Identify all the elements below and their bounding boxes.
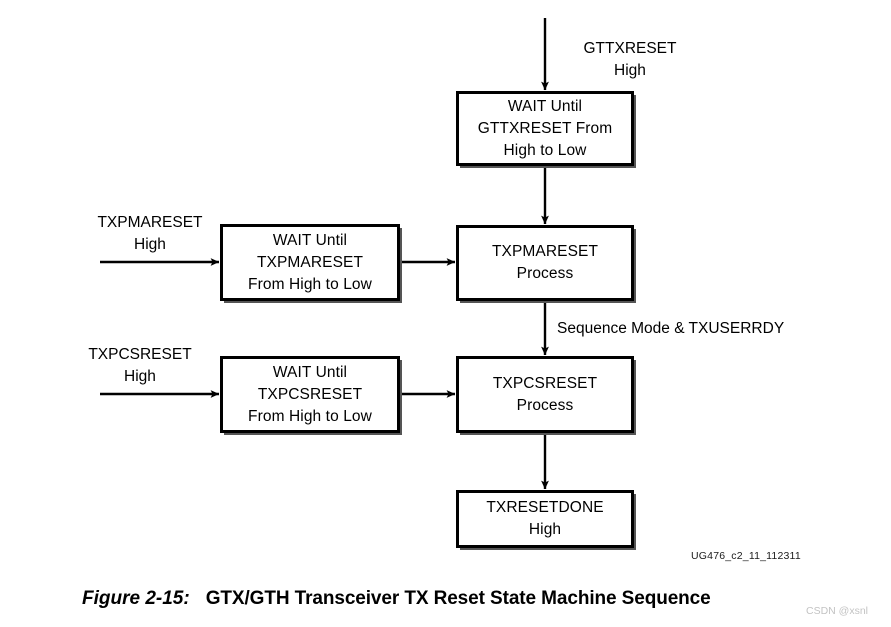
label-gttxreset-input-line1: GTTXRESET (583, 40, 677, 57)
figure-caption: Figure 2-15: GTX/GTH Transceiver TX Rese… (82, 588, 842, 610)
node-wait-gttxreset[interactable]: WAIT Until GTTXRESET From High to Low (456, 91, 634, 166)
node-wait-txpcsreset-line3: From High to Low (248, 407, 372, 425)
node-wait-txpmareset-line1: WAIT Until (272, 231, 348, 249)
label-txpmareset-input: TXPMARESET High (70, 212, 230, 256)
node-txpmareset-process-line2: Process (516, 265, 574, 282)
node-wait-txpcsreset-line1: WAIT Until (272, 363, 348, 381)
label-txpmareset-input-line2: High (134, 236, 166, 253)
label-txpcsreset-input-line2: High (124, 368, 156, 385)
revision-code: UG476_c2_11_112311 (691, 550, 801, 562)
node-txresetdone-line2: High (528, 521, 562, 538)
node-wait-txpmareset-line3: From High to Low (248, 275, 372, 293)
label-txpmareset-input-line1: TXPMARESET (97, 214, 203, 231)
label-txpcsreset-input: TXPCSRESET High (60, 344, 220, 388)
node-txpcsreset-process[interactable]: TXPCSRESET Process (456, 356, 634, 433)
node-wait-txpmareset[interactable]: WAIT Until TXPMARESET From High to Low (220, 224, 400, 301)
node-wait-gttxreset-line3: High to Low (503, 141, 587, 159)
node-wait-txpcsreset[interactable]: WAIT Until TXPCSRESET From High to Low (220, 356, 400, 433)
node-wait-txpmareset-line2: TXPMARESET (256, 253, 364, 271)
label-gttxreset-input: GTTXRESET High (560, 38, 700, 82)
figure-number: Figure 2-15: (82, 588, 190, 609)
node-txpcsreset-process-line1: TXPCSRESET (492, 374, 598, 392)
label-txpcsreset-input-line1: TXPCSRESET (88, 346, 192, 363)
csdn-watermark: CSDN @xsnl (806, 605, 869, 617)
label-gttxreset-input-line2: High (614, 62, 646, 79)
node-txresetdone[interactable]: TXRESETDONE High (456, 490, 634, 548)
node-txpmareset-process[interactable]: TXPMARESET Process (456, 225, 634, 301)
node-txpmareset-process-line1: TXPMARESET (491, 243, 599, 260)
node-txpcsreset-process-line2: Process (516, 396, 574, 414)
label-sequence-condition-text: Sequence Mode & TXUSERRDY (557, 320, 785, 337)
label-sequence-condition: Sequence Mode & TXUSERRDY (557, 318, 784, 340)
node-wait-gttxreset-line2: GTTXRESET From (477, 119, 613, 137)
node-wait-gttxreset-line1: WAIT Until (507, 97, 583, 115)
node-txresetdone-line1: TXRESETDONE (486, 499, 604, 516)
figure-title: GTX/GTH Transceiver TX Reset State Machi… (205, 588, 711, 609)
node-wait-txpcsreset-line2: TXPCSRESET (257, 385, 363, 403)
